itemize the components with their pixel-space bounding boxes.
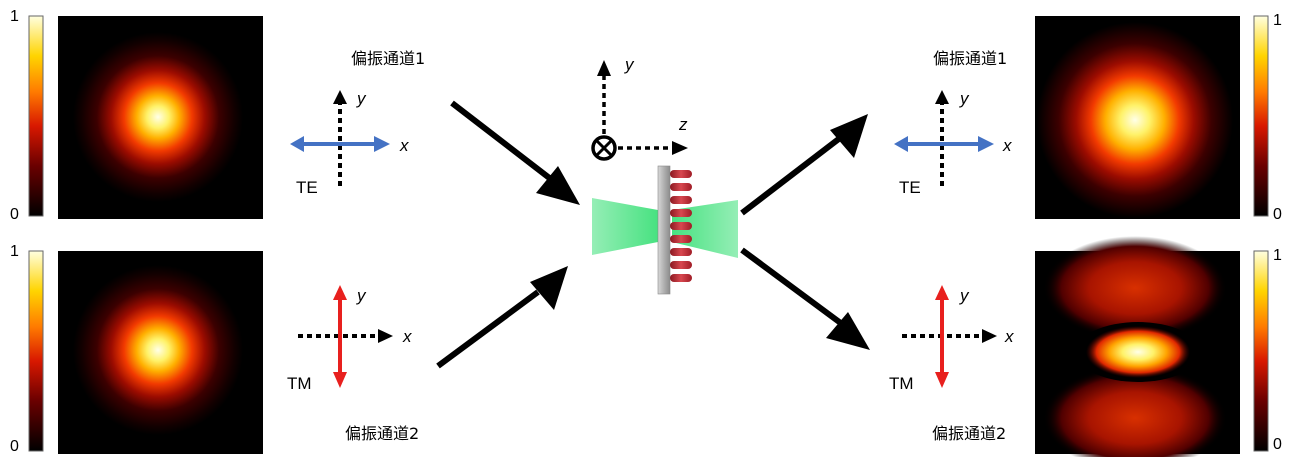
channel2-label-left: 偏振通道2 [345,424,420,443]
colorbar-min-label-top-left: 0 [10,206,19,223]
x-label-tm-left: x [403,327,412,346]
colorbar-min-label-bottom-right: 0 [1273,436,1282,453]
output-field-bottom [1035,236,1240,457]
colorbar-min-label-bottom-left: 0 [10,438,19,455]
input-field-top [58,16,263,219]
colorbar-top-right [1253,15,1269,217]
incident-arrow-bottom [436,266,568,369]
colorbar-bottom-left [28,250,44,452]
colorbar-max-label-bottom-left: 1 [10,243,19,260]
x-label-te-left: x [400,136,409,155]
y-label-tm-left: y [357,286,366,305]
channel2-label-right: 偏振通道2 [932,424,1007,443]
x-label-te-right: x [1003,136,1012,155]
tm-polarization-right [902,285,997,388]
output-field-top [1035,16,1240,219]
colorbar-top-left [28,15,44,217]
incident-beam-cone [592,198,658,255]
coordinate-axes [591,60,688,161]
y-label-coord: y [625,55,634,74]
output-arrow-bottom [740,247,870,350]
te-polarization-right [894,90,994,186]
incident-arrow-top [450,100,580,205]
te-label-right: TE [899,178,921,197]
meta-pillars [670,170,692,282]
colorbar-min-label-top-right: 0 [1273,206,1282,223]
tm-label-right: TM [889,374,914,393]
input-field-bottom [58,251,263,454]
colorbar-max-label-top-left: 1 [10,8,19,25]
te-polarization-left [290,90,390,186]
tm-polarization-left [298,285,393,388]
te-label-left: TE [296,178,318,197]
y-label-te-right: y [960,89,969,108]
x-label-tm-right: x [1005,327,1014,346]
y-label-te-left: y [357,89,366,108]
metasurface-device [592,165,738,295]
colorbar-max-label-top-right: 1 [1273,12,1282,29]
tm-label-left: TM [287,374,312,393]
channel1-label-left: 偏振通道1 [351,49,426,68]
output-arrow-top [740,114,868,216]
substrate [657,165,671,295]
z-label-coord: z [679,115,688,134]
colorbar-max-label-bottom-right: 1 [1273,247,1282,264]
y-label-tm-right: y [960,286,969,305]
colorbar-bottom-right [1253,250,1269,452]
channel1-label-right: 偏振通道1 [933,49,1008,68]
